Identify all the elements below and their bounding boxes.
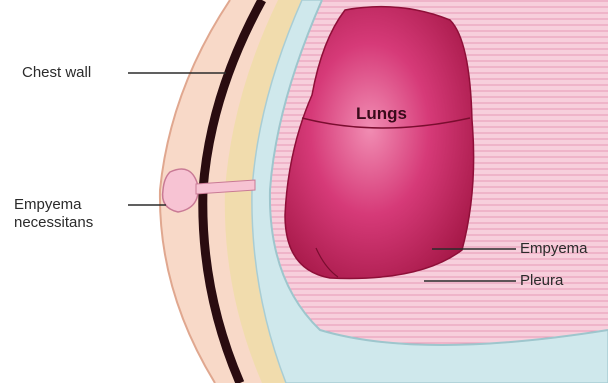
empyema-necessitans-label-line2: necessitans: [14, 214, 93, 232]
lungs-label: Lungs: [356, 105, 407, 123]
empyema-label: Empyema: [520, 240, 588, 258]
chest-wall-label: Chest wall: [22, 64, 91, 82]
empyema-necessitans-pocket: [163, 169, 199, 212]
empyema-necessitans-label-line1: Empyema: [14, 196, 93, 214]
pleura-label: Pleura: [520, 272, 563, 290]
empyema-necessitans-label: Empyema necessitans: [14, 196, 93, 232]
